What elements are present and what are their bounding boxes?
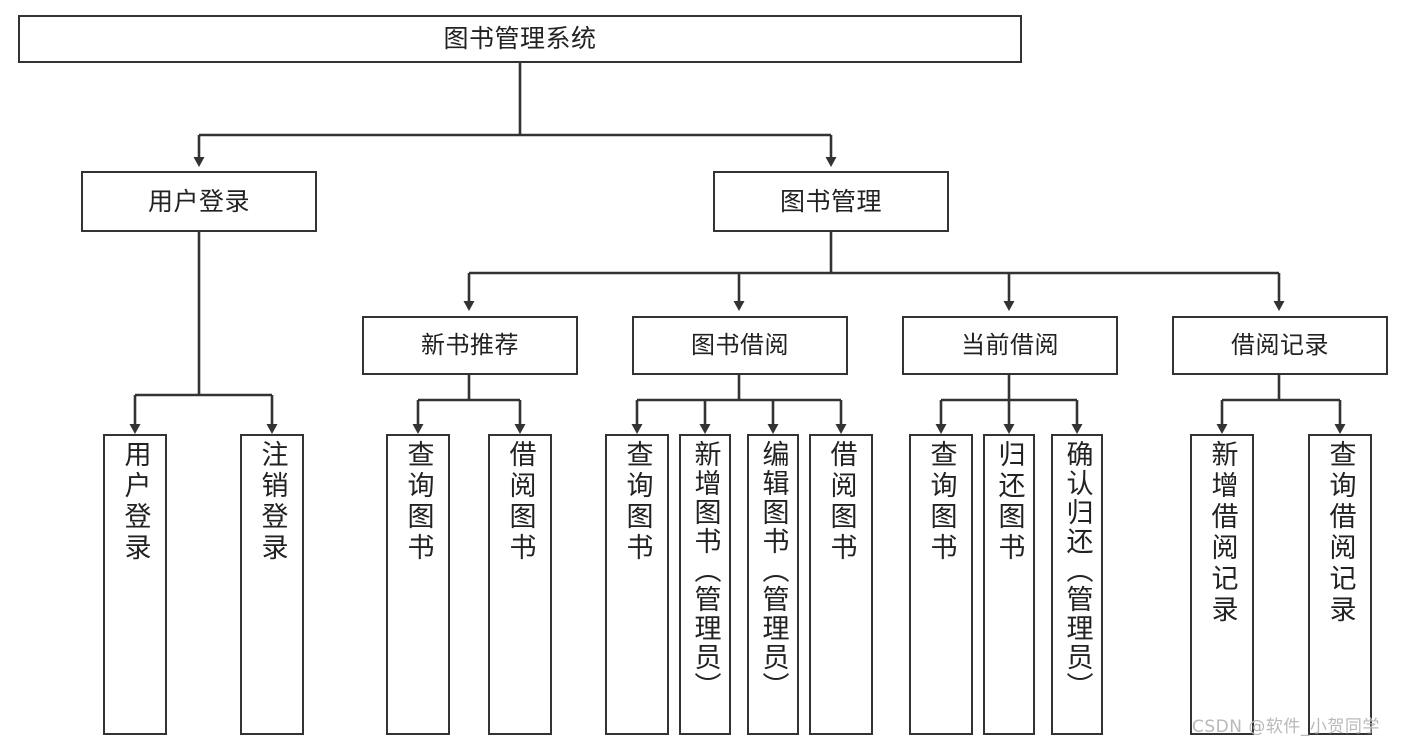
leaf-logout-login[interactable]: 注销登录 — [240, 434, 304, 735]
node-label: 注销登录 — [256, 440, 288, 564]
node-label: 新增借阅记录 — [1206, 440, 1238, 626]
node-label: 查询借阅记录 — [1324, 440, 1356, 626]
leaf-user-login[interactable]: 用户登录 — [103, 434, 167, 735]
node-label: 确认归还（管理员） — [1061, 440, 1093, 701]
node-label: 图书借阅 — [691, 331, 789, 360]
node-label: 用户登录 — [119, 440, 151, 564]
node-label: 用户登录 — [147, 186, 250, 216]
leaf-query-book-recommend[interactable]: 查询图书 — [386, 434, 450, 735]
leaf-borrow-book-recommend[interactable]: 借阅图书 — [488, 434, 552, 735]
node-book-management[interactable]: 图书管理 — [713, 171, 949, 232]
node-label: 编辑图书（管理员） — [757, 440, 789, 701]
node-label: 查询图书 — [402, 440, 434, 564]
node-label: 归还图书 — [993, 440, 1025, 564]
node-label: 图书管理系统 — [443, 24, 597, 54]
leaf-borrow-book[interactable]: 借阅图书 — [809, 434, 873, 735]
leaf-add-book-admin[interactable]: 新增图书（管理员） — [679, 434, 731, 735]
leaf-return-book[interactable]: 归还图书 — [983, 434, 1035, 735]
node-label: 查询图书 — [621, 440, 653, 564]
node-current-borrow[interactable]: 当前借阅 — [902, 316, 1118, 375]
leaf-add-borrow-record[interactable]: 新增借阅记录 — [1190, 434, 1254, 735]
leaf-query-book-current[interactable]: 查询图书 — [909, 434, 973, 735]
node-new-book-recommend[interactable]: 新书推荐 — [362, 316, 578, 375]
node-book-borrow[interactable]: 图书借阅 — [632, 316, 848, 375]
node-label: 查询图书 — [925, 440, 957, 564]
node-user-login[interactable]: 用户登录 — [81, 171, 317, 232]
node-label: 图书管理 — [779, 186, 882, 216]
node-label: 新增图书（管理员） — [689, 440, 721, 701]
leaf-query-borrow-record[interactable]: 查询借阅记录 — [1308, 434, 1372, 735]
node-borrow-record[interactable]: 借阅记录 — [1172, 316, 1388, 375]
node-root-book-management-system[interactable]: 图书管理系统 — [18, 15, 1022, 63]
node-label: 借阅图书 — [504, 440, 536, 564]
leaf-edit-book-admin[interactable]: 编辑图书（管理员） — [747, 434, 799, 735]
csdn-watermark: CSDN @软件_小贺同学 — [1192, 717, 1380, 737]
node-label: 新书推荐 — [421, 331, 519, 360]
node-label: 当前借阅 — [961, 331, 1059, 360]
leaf-confirm-return-admin[interactable]: 确认归还（管理员） — [1051, 434, 1103, 735]
leaf-query-book-borrow[interactable]: 查询图书 — [605, 434, 669, 735]
node-label: 借阅图书 — [825, 440, 857, 564]
node-label: 借阅记录 — [1231, 331, 1329, 360]
